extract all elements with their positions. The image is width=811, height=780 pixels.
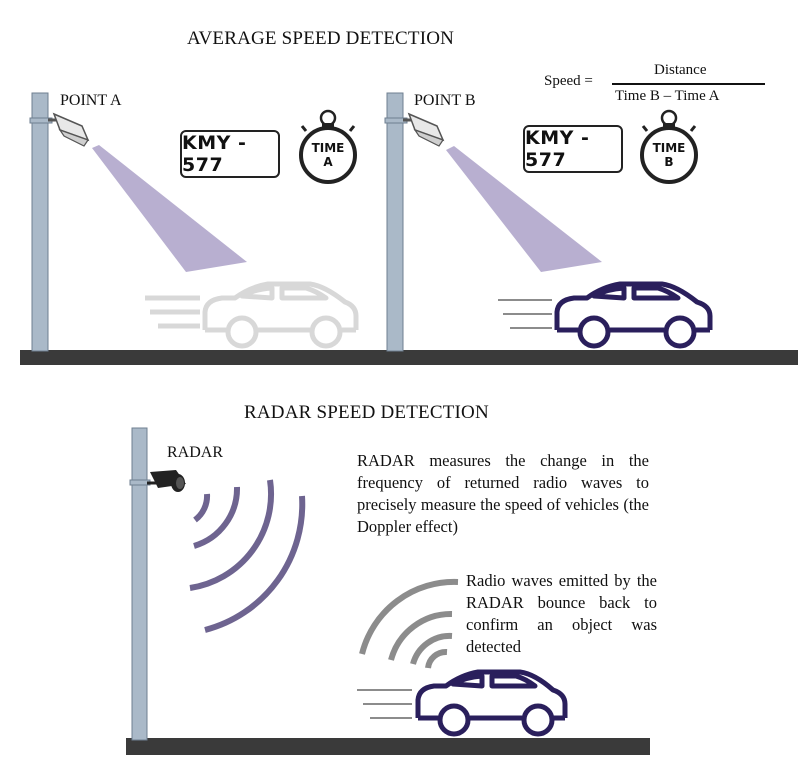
fraction-bar [612, 83, 765, 85]
speed-formula-lhs: Speed = [544, 73, 593, 89]
returned-radio-waves-icon [359, 578, 459, 669]
timer-b-line1: TIME [652, 141, 686, 155]
faded-car-icon [145, 281, 359, 349]
timer-b-label: TIME B [649, 141, 689, 169]
bounce-description: Radio waves emitted by the RADAR bounce … [466, 571, 657, 656]
camera-beam-b [446, 146, 602, 272]
speed-lines-b [498, 299, 552, 329]
timer-a-line2: A [323, 155, 333, 169]
speed-lines-bottom [357, 689, 412, 719]
point-b-label: POINT B [414, 92, 476, 109]
speed-formula-numerator: Distance [654, 62, 707, 78]
average-speed-title: AVERAGE SPEED DETECTION [187, 28, 455, 49]
timer-b-line2: B [664, 155, 674, 169]
timer-a-line1: TIME [311, 141, 345, 155]
stopwatch-a-icon [299, 109, 357, 184]
doppler-description: RADAR measures the change in the frequen… [357, 451, 649, 536]
camera-a-icon [48, 112, 90, 147]
bottom-ground [126, 738, 650, 755]
pole-a [31, 92, 49, 352]
radar-pole [131, 427, 148, 741]
speed-formula-denominator: Time B – Time A [615, 88, 720, 104]
car-b-icon [554, 281, 713, 349]
radar-label: RADAR [167, 444, 224, 461]
camera-beam-a [92, 145, 247, 272]
radar-speed-title: RADAR SPEED DETECTION [244, 402, 489, 423]
point-a-label: POINT A [60, 92, 122, 109]
top-ground [20, 350, 798, 365]
car-bottom-icon [415, 669, 568, 737]
camera-b-icon [403, 112, 445, 147]
stopwatch-b-icon [640, 109, 698, 184]
pole-b [386, 92, 404, 352]
license-plate-b: KMY - 577 [523, 125, 623, 173]
emitted-radio-waves-icon [189, 479, 306, 633]
radar-device-icon [147, 470, 186, 492]
license-plate-a: KMY - 577 [180, 130, 280, 178]
timer-a-label: TIME A [308, 141, 348, 169]
